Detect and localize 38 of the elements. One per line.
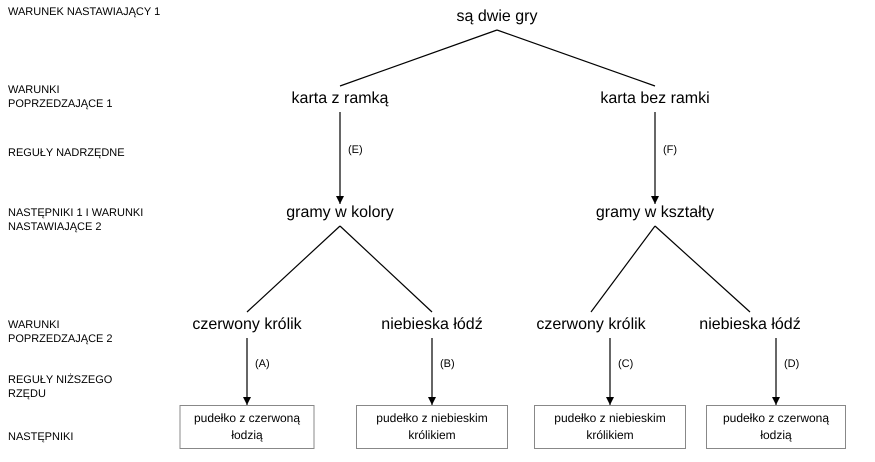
edge-label: (E) (348, 144, 363, 157)
outcome-box: pudełko z niebieskim królikiem (356, 405, 508, 449)
outcome-box: pudełko z czerwoną łodzią (706, 405, 846, 449)
connector-line (654, 226, 750, 312)
edge-label: (D) (784, 358, 800, 370)
tree-node-text: są dwie gry (456, 8, 538, 26)
connector-line (590, 226, 656, 312)
connector-line (496, 29, 656, 87)
row-label: REGUŁY NIŻSZEGO RZĘDU (8, 373, 114, 401)
row-label: WARUNEK NASTAWIAJĄCY 1 (8, 5, 162, 19)
arrow (772, 338, 780, 405)
row-label: NASTĘPNIKI (8, 430, 74, 444)
outcome-box: pudełko z niebieskim królikiem (534, 405, 686, 449)
edge-label: (A) (255, 358, 270, 370)
tree-node-text: czerwony królik (536, 316, 646, 334)
arrow (336, 112, 344, 204)
row-label: REGUŁY NADRZĘDNE (8, 146, 126, 160)
tree-node-text: niebieska łódź (699, 316, 801, 334)
tree-node-text: czerwony królik (192, 316, 302, 334)
arrow (428, 338, 436, 405)
row-label: WARUNKI POPRZEDZAJĄCE 1 (8, 83, 114, 111)
edge-label: (C) (618, 358, 634, 370)
tree-node-text: karta z ramką (292, 90, 388, 108)
tree-node-text: niebieska łódź (381, 316, 483, 334)
tree-node-text: gramy w kształty (596, 204, 714, 222)
connector-line (340, 226, 432, 312)
edge-label: (F) (663, 144, 678, 157)
arrow (651, 112, 659, 204)
row-label: WARUNKI POPRZEDZAJĄCE 2 (8, 318, 114, 346)
arrow (243, 338, 251, 405)
tree-node-text: karta bez ramki (600, 90, 710, 108)
connector-line (246, 226, 340, 312)
edge-label: (B) (440, 358, 455, 370)
outcome-box: pudełko z czerwoną łodzią (180, 405, 314, 449)
arrow (606, 338, 614, 405)
row-label: NASTĘPNIKI 1 I WARUNKI NASTAWIAJĄCE 2 (8, 206, 144, 234)
tree-node-text: gramy w kolory (286, 204, 394, 222)
connector-line (340, 29, 498, 87)
